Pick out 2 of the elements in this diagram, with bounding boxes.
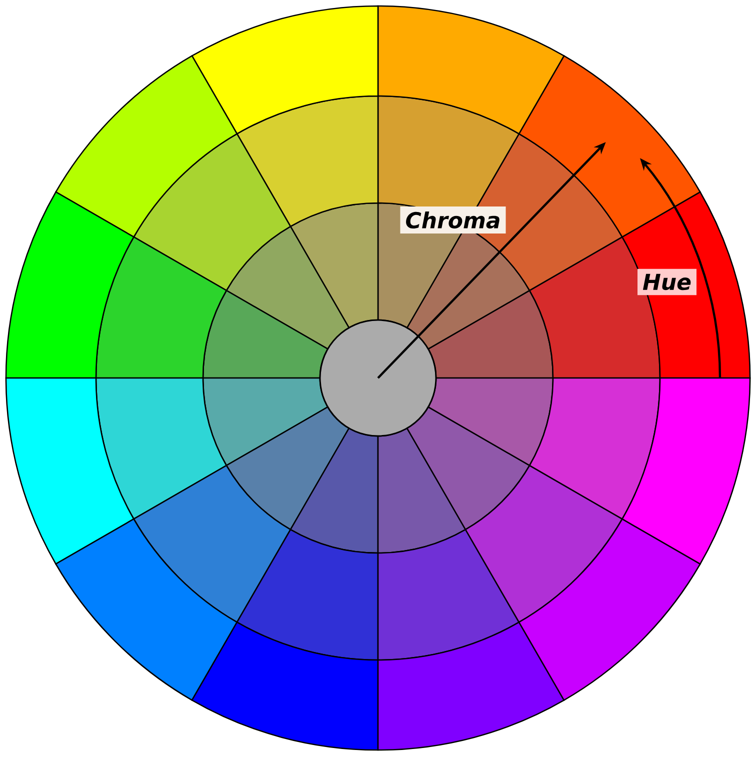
text-label: Hue: [638, 268, 696, 296]
text-label: Chroma: [400, 206, 506, 234]
